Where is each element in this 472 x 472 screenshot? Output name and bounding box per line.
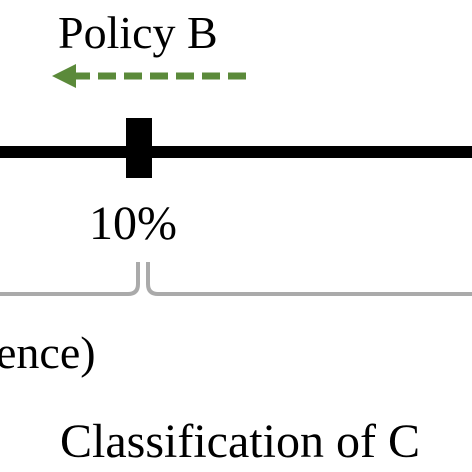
bracket-label: ence) <box>0 327 96 378</box>
axis-caption: Classification of C <box>60 415 420 468</box>
policy-label: Policy B <box>58 7 218 58</box>
bracket <box>0 262 472 296</box>
axis-tick <box>126 118 152 178</box>
policy-arrow <box>52 64 250 88</box>
policy-arrow-head <box>52 64 76 88</box>
tick-label: 10% <box>89 197 177 250</box>
axis-line <box>0 146 472 158</box>
